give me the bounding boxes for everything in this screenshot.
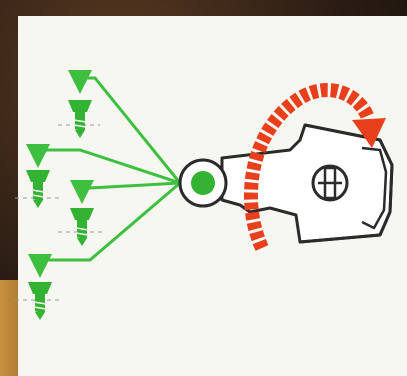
stud-icon <box>68 100 92 138</box>
key-icon <box>180 125 392 242</box>
stud-icon <box>28 282 52 320</box>
lock-cylinder-icon <box>313 166 347 200</box>
stud-icon <box>70 208 94 246</box>
stud-icon <box>26 170 50 208</box>
connector-lines <box>38 78 180 272</box>
